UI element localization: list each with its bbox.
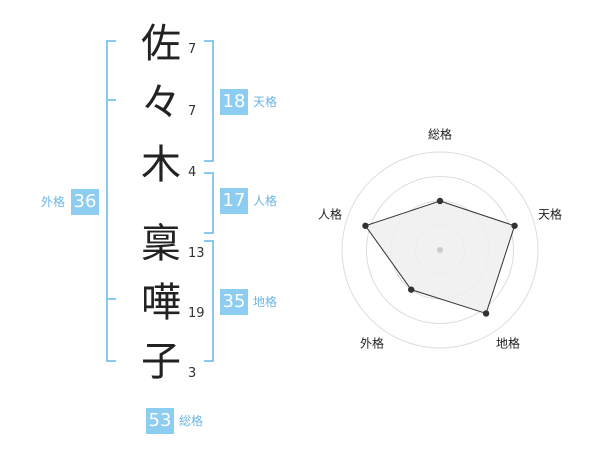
- gaikaku-label: 外格: [41, 195, 66, 209]
- name-char-5: 嘩: [141, 280, 181, 326]
- radar-axis-label: 人格: [318, 206, 342, 221]
- chikaku-value: 35: [220, 289, 248, 315]
- soukaku-label: 総格: [179, 414, 204, 428]
- stroke-count-4: 13: [188, 246, 205, 261]
- bracket-tick: [106, 298, 116, 300]
- radar-point-3: [482, 310, 490, 317]
- tenkaku-label: 天格: [253, 95, 278, 109]
- stroke-count-3: 4: [188, 165, 197, 180]
- radar-point-4: [407, 286, 415, 293]
- name-char-1: 佐: [141, 21, 181, 67]
- gaikaku-bracket: [106, 40, 116, 362]
- stroke-count-2: 7: [188, 104, 197, 119]
- radar-axis-label: 地格: [496, 336, 520, 351]
- chikaku-label: 地格: [253, 295, 278, 309]
- stroke-count-6: 3: [188, 366, 197, 381]
- radar-point-5: [362, 222, 369, 229]
- radar-ring: [341, 151, 539, 349]
- radar-axis-label: 天格: [538, 206, 562, 221]
- name-char-3: 木: [141, 142, 181, 188]
- radar-axis-label: 外格: [360, 336, 384, 351]
- tenkaku-value: 18: [220, 89, 248, 115]
- soukaku-value: 53: [146, 408, 174, 434]
- radar-polygon: [364, 200, 516, 315]
- jinkaku-value: 17: [220, 188, 248, 214]
- radar-center-dot: [437, 247, 443, 253]
- radar-point-2: [511, 222, 518, 229]
- radar-axis-label: 総格: [428, 126, 452, 141]
- chikaku-bracket: [204, 240, 214, 362]
- name-char-6: 子: [141, 339, 181, 385]
- name-char-4: 稟: [141, 221, 181, 267]
- tenkaku-bracket: [204, 40, 214, 162]
- gaikaku-value: 36: [71, 189, 99, 215]
- bracket-tick: [106, 99, 116, 101]
- jinkaku-bracket: [204, 172, 214, 234]
- radar-ring: [366, 176, 514, 324]
- stroke-count-1: 7: [188, 42, 197, 57]
- stroke-count-5: 19: [188, 306, 205, 321]
- radar-point-1: [436, 197, 444, 205]
- jinkaku-label: 人格: [253, 194, 278, 208]
- name-char-2: 々: [141, 80, 181, 126]
